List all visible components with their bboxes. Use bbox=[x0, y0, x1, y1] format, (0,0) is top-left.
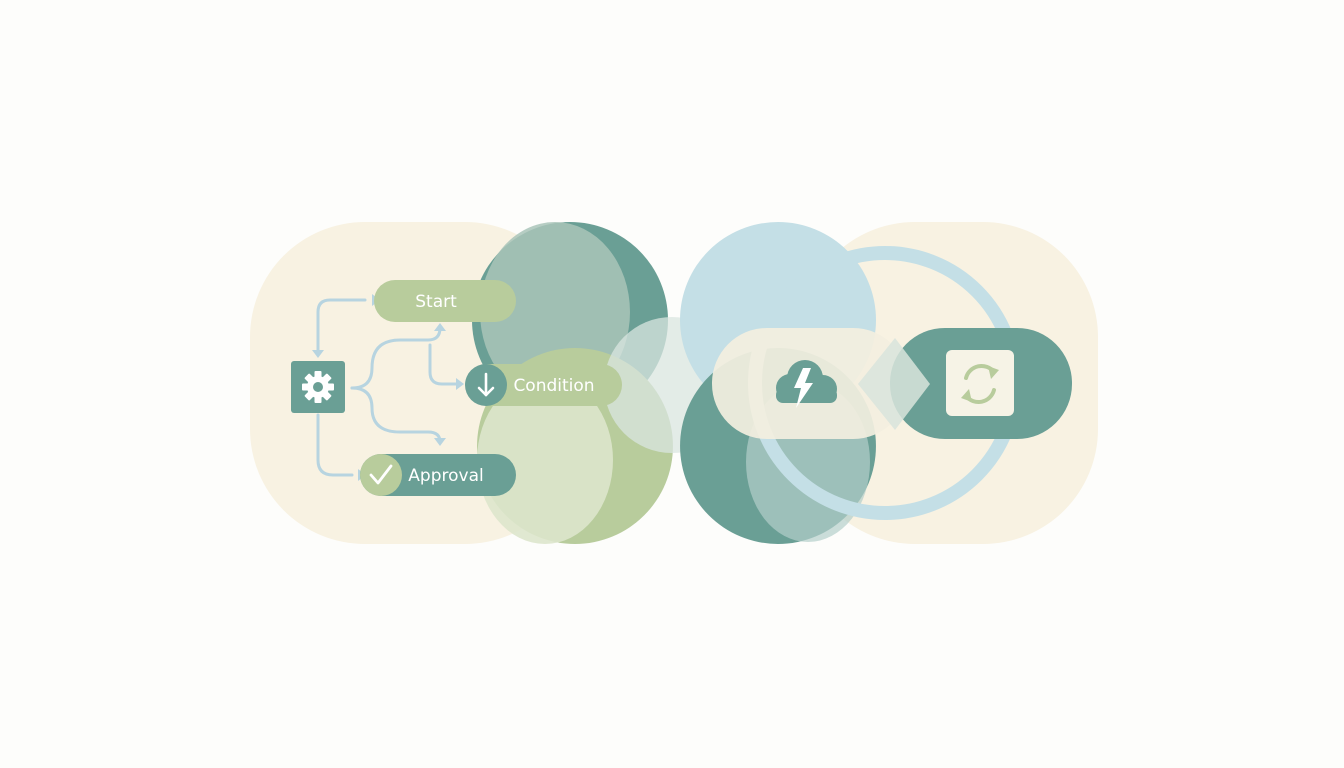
settings-node[interactable] bbox=[291, 361, 345, 413]
approval-label: Approval bbox=[408, 466, 483, 486]
checkmark-icon bbox=[369, 464, 393, 485]
condition-node[interactable]: Condition bbox=[465, 364, 622, 406]
pale-lower-lobe-shape bbox=[477, 376, 613, 544]
sync-icon-tile bbox=[946, 350, 1014, 416]
sync-node[interactable] bbox=[858, 328, 1072, 439]
condition-label: Condition bbox=[513, 376, 594, 396]
approval-icon-badge bbox=[360, 454, 402, 496]
workflow-connectors bbox=[316, 298, 458, 477]
arrow-down-icon bbox=[477, 372, 495, 397]
gear-icon bbox=[302, 371, 334, 403]
cloud-lightning-icon bbox=[776, 360, 837, 408]
approval-node[interactable]: Approval bbox=[360, 454, 516, 496]
start-node[interactable]: Start bbox=[374, 280, 516, 322]
connector-arrowheads bbox=[312, 294, 464, 481]
integration-panel bbox=[680, 222, 1098, 544]
connector-chevron bbox=[858, 338, 930, 430]
trigger-node[interactable] bbox=[712, 328, 908, 439]
start-label: Start bbox=[415, 292, 457, 312]
workflow-panel: Start Condition Approval bbox=[250, 222, 740, 544]
